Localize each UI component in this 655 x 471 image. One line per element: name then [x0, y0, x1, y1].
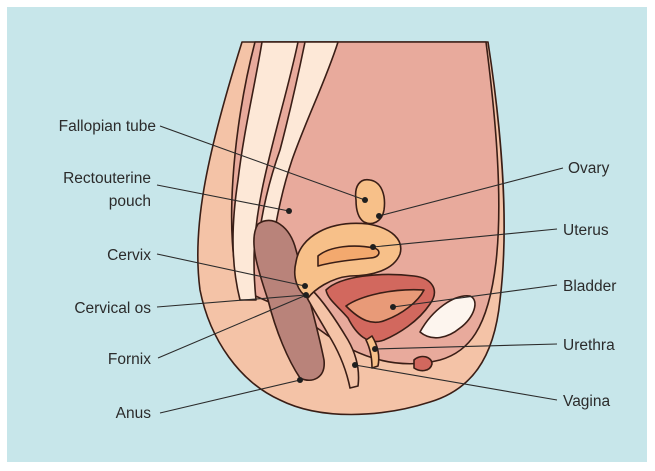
- label-uterus: Uterus: [563, 222, 609, 239]
- clitoris: [414, 357, 432, 371]
- label-rectouterine-line1: Rectouterine: [63, 170, 151, 187]
- label-fallopian-tube: Fallopian tube: [59, 118, 156, 135]
- label-fornix: Fornix: [108, 351, 151, 368]
- label-bladder: Bladder: [563, 278, 616, 295]
- label-cervical-os: Cervical os: [74, 300, 151, 317]
- label-anus: Anus: [116, 405, 152, 422]
- label-vagina: Vagina: [563, 393, 610, 410]
- label-ovary: Ovary: [568, 160, 610, 177]
- label-cervix: Cervix: [107, 247, 151, 264]
- label-rectouterine-line2: pouch: [109, 193, 151, 210]
- label-urethra: Urethra: [563, 337, 615, 354]
